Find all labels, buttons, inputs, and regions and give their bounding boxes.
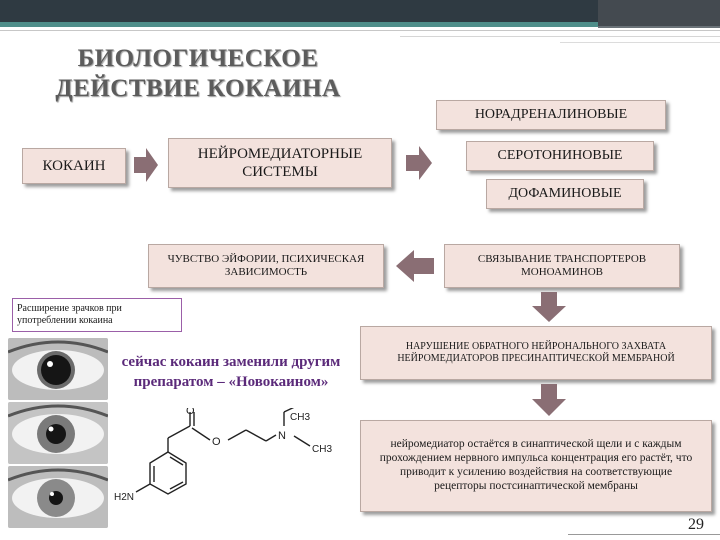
arrow-right-icon xyxy=(406,146,432,180)
header-rule-2 xyxy=(400,36,720,37)
arrow-down-icon xyxy=(532,292,566,322)
dopamine-box: ДОФАМИНОВЫЕ xyxy=(486,179,644,209)
formula-ch3-top: CH3 xyxy=(290,412,310,423)
pupils-caption-box: Расширение зрачков при употреблении кока… xyxy=(12,298,182,332)
formula-carbonyl-o: O xyxy=(186,408,195,417)
arrow-left-icon xyxy=(396,250,434,282)
eye-photo-dilated xyxy=(8,338,108,400)
slide-title: БИОЛОГИЧЕСКОЕ ДЕЙСТВИЕ КОКАИНА xyxy=(18,44,378,104)
neuro-systems-box: НЕЙРОМЕДИАТОРНЫЕ СИСТЕМЫ xyxy=(168,138,392,188)
slide-title-line1: БИОЛОГИЧЕСКОЕ xyxy=(77,45,319,72)
formula-amine: H2N xyxy=(114,492,134,503)
novocaine-formula: O O N CH3 CH3 H2N xyxy=(114,408,332,503)
header-accent-bar xyxy=(0,22,720,27)
eye-photo-normal xyxy=(8,466,108,528)
footer-rule xyxy=(568,534,720,535)
header-bar xyxy=(0,0,720,22)
formula-ch3-right: CH3 xyxy=(312,444,332,455)
euphoria-box: ЧУВСТВО ЭЙФОРИИ, ПСИХИЧЕСКАЯ ЗАВИСИМОСТЬ xyxy=(148,244,384,288)
arrow-down-icon xyxy=(532,384,566,416)
formula-n-atom: N xyxy=(278,430,286,442)
header-rule xyxy=(0,30,720,31)
header-rule-3 xyxy=(560,42,720,43)
formula-ester-o: O xyxy=(212,436,221,448)
mediator-box: нейромедиатор остаётся в синаптической щ… xyxy=(360,420,712,512)
eye-photo-medium xyxy=(8,402,108,464)
serotonin-box: СЕРОТОНИНОВЫЕ xyxy=(466,141,654,171)
novocaine-note: сейчас кокаин заменили другим препаратом… xyxy=(121,354,341,390)
header-corner-block xyxy=(598,0,720,28)
transporters-box: СВЯЗЫВАНИЕ ТРАНСПОРТЕРОВ МОНОАМИНОВ xyxy=(444,244,680,288)
noradrenaline-box: НОРАДРЕНАЛИНОВЫЕ xyxy=(436,100,666,130)
reuptake-box: НАРУШЕНИЕ ОБРАТНОГО НЕЙРОНАЛЬНОГО ЗАХВАТ… xyxy=(360,326,712,380)
slide-title-line2: ДЕЙСТВИЕ КОКАИНА xyxy=(55,75,341,102)
arrow-right-icon xyxy=(134,148,158,182)
cocaine-box: КОКАИН xyxy=(22,148,126,184)
page-number: 29 xyxy=(688,516,704,533)
